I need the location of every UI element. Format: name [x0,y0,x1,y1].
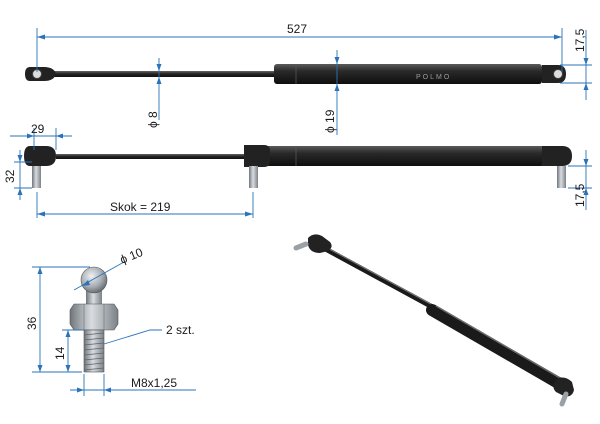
dimension-stud-height: 36 [25,266,90,373]
brand-logo: POLMO [416,74,451,81]
quantity-label: 2 szt. [166,323,195,337]
dimension-total-length: 527 [36,22,563,72]
ball-stud-neck [86,290,102,304]
iso-end-cap-top [308,234,332,253]
iso-cylinder-highlight [435,305,561,379]
cylinder-body [274,64,542,84]
ball-diameter-label: ϕ 10 [118,245,145,267]
iso-stud-top [293,241,309,251]
dimension-bracket-width: 29 [10,122,72,150]
dimension-stroke: Skok = 219 [36,192,254,218]
gas-strut-isometric-view [293,234,574,407]
side-piston-rod [56,154,248,159]
dimension-thread-length: 14 [53,329,84,372]
piston-rod [52,71,276,77]
end-offset-bottom-label: 17,5 [573,183,587,207]
gas-strut-side-view [24,145,572,188]
body-diameter-label: ϕ 19 [323,109,337,133]
ball-stud-detail [69,266,119,373]
stud-height-label: 36 [25,316,39,330]
iso-piston-rod-highlight [319,243,439,309]
side-end-cap-middle [244,145,270,167]
thread-spec-label: M8x1,25 [131,376,177,390]
iso-cylinder-body [426,304,566,390]
dimension-bracket-height: 32 [3,150,32,200]
side-stud-right [557,166,566,188]
iso-end-cap-bottom [553,377,574,397]
side-end-cap-left [24,146,56,166]
end-offset-top-label: 17,5 [573,28,587,52]
iso-piston-rod [317,243,441,313]
bracket-width-label: 29 [31,122,45,136]
end-cap-right-hole [553,69,563,79]
total-length-label: 527 [287,22,307,36]
dimension-thread-spec: M8x1,25 [70,374,196,396]
side-cylinder-body [246,146,544,166]
thread-lines [83,332,105,371]
side-stud-left [32,166,41,188]
ball-stud-hex [69,303,119,331]
bracket-height-label: 32 [3,169,17,183]
dimension-body-diameter: ϕ 19 [323,50,340,135]
dimension-rod-diameter: ϕ 8 [146,58,162,128]
stroke-label: Skok = 219 [110,200,171,214]
dimension-end-offset-top: 17,5 [560,28,592,100]
gas-strut-top-view: POLMO [25,64,566,84]
ball-head [80,266,108,294]
rod-diameter-label: ϕ 8 [146,111,160,128]
thread-length-label: 14 [53,346,67,360]
side-stud-middle [249,166,258,188]
threaded-shank [83,329,105,373]
dimension-end-offset-bottom: 17,5 [568,150,592,210]
side-end-cap-right [542,146,572,166]
quantity-callout: 2 szt. [103,323,195,345]
iso-stud-bottom [559,391,569,407]
